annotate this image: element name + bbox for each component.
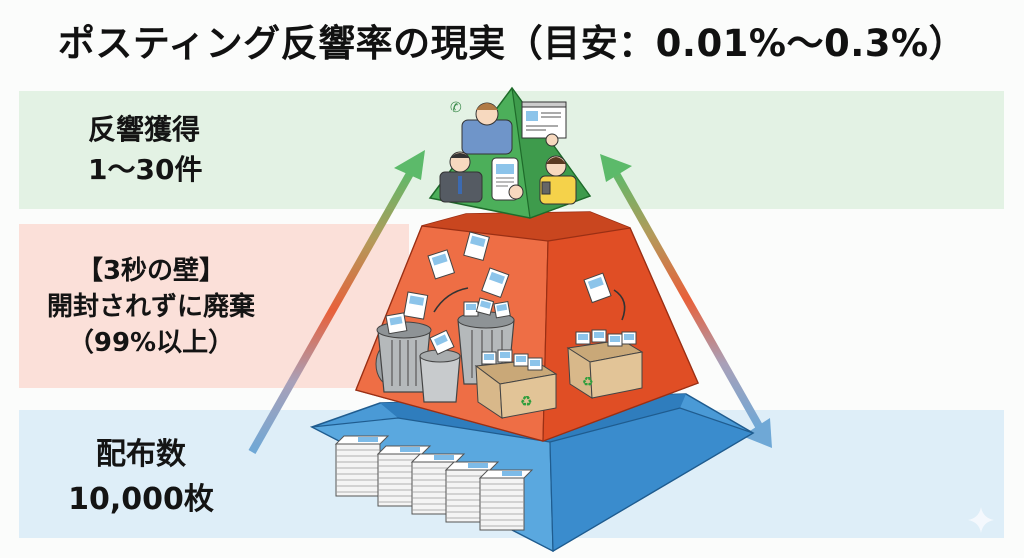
tier-top-title: 反響獲得 — [88, 113, 201, 146]
smartphone-icon — [491, 157, 524, 201]
web-browser-icon — [521, 101, 567, 147]
small-bin-icon — [419, 329, 461, 403]
svg-text:♻: ♻ — [520, 394, 533, 410]
page-title: ポスティング反響率の現実（目安：0.01%〜0.3%） — [57, 22, 967, 65]
svg-text:✆: ✆ — [450, 100, 462, 116]
sparkle-icon — [968, 507, 994, 533]
trash-can-icon — [375, 312, 432, 393]
woman-on-phone-icon: ✆ — [450, 100, 513, 155]
band-discarded — [19, 224, 409, 388]
tier-bottom-label: 配布数 10,000枚 — [66, 432, 216, 522]
floating-flyers-illustration — [403, 231, 612, 320]
tier-middle-label: 【3秒の壁】 開封されずに廃棄 （99%以上） — [36, 254, 266, 362]
tier-middle-desc: 開封されずに廃棄 — [46, 291, 255, 322]
recycling-box-icon: ♻ — [566, 329, 644, 399]
tier-top-value: 1〜30件 — [88, 152, 203, 186]
man-on-phone-icon — [439, 151, 483, 203]
tier-bottom-value: 10,000枚 — [68, 482, 214, 517]
left-up-arrow — [248, 150, 425, 454]
pyramid-tier-top: ✆ — [428, 86, 592, 219]
tier-bottom-title: 配布数 — [96, 437, 186, 472]
flyer-stacks-illustration — [334, 435, 534, 531]
right-double-arrow — [600, 154, 772, 448]
svg-text:♻: ♻ — [582, 375, 594, 390]
woman-with-smartphone-icon — [539, 155, 577, 205]
tier-middle-value: （99%以上） — [67, 327, 235, 358]
pyramid-tier-middle: ♻ ♻ — [354, 211, 700, 442]
tier-top-label: 反響獲得 1〜30件 — [88, 110, 202, 190]
curved-arrow-icon — [613, 289, 626, 321]
curved-arrow-icon — [433, 287, 469, 313]
recycling-box-icon: ♻ — [474, 349, 558, 419]
tier-middle-title: 【3秒の壁】 — [76, 256, 226, 286]
